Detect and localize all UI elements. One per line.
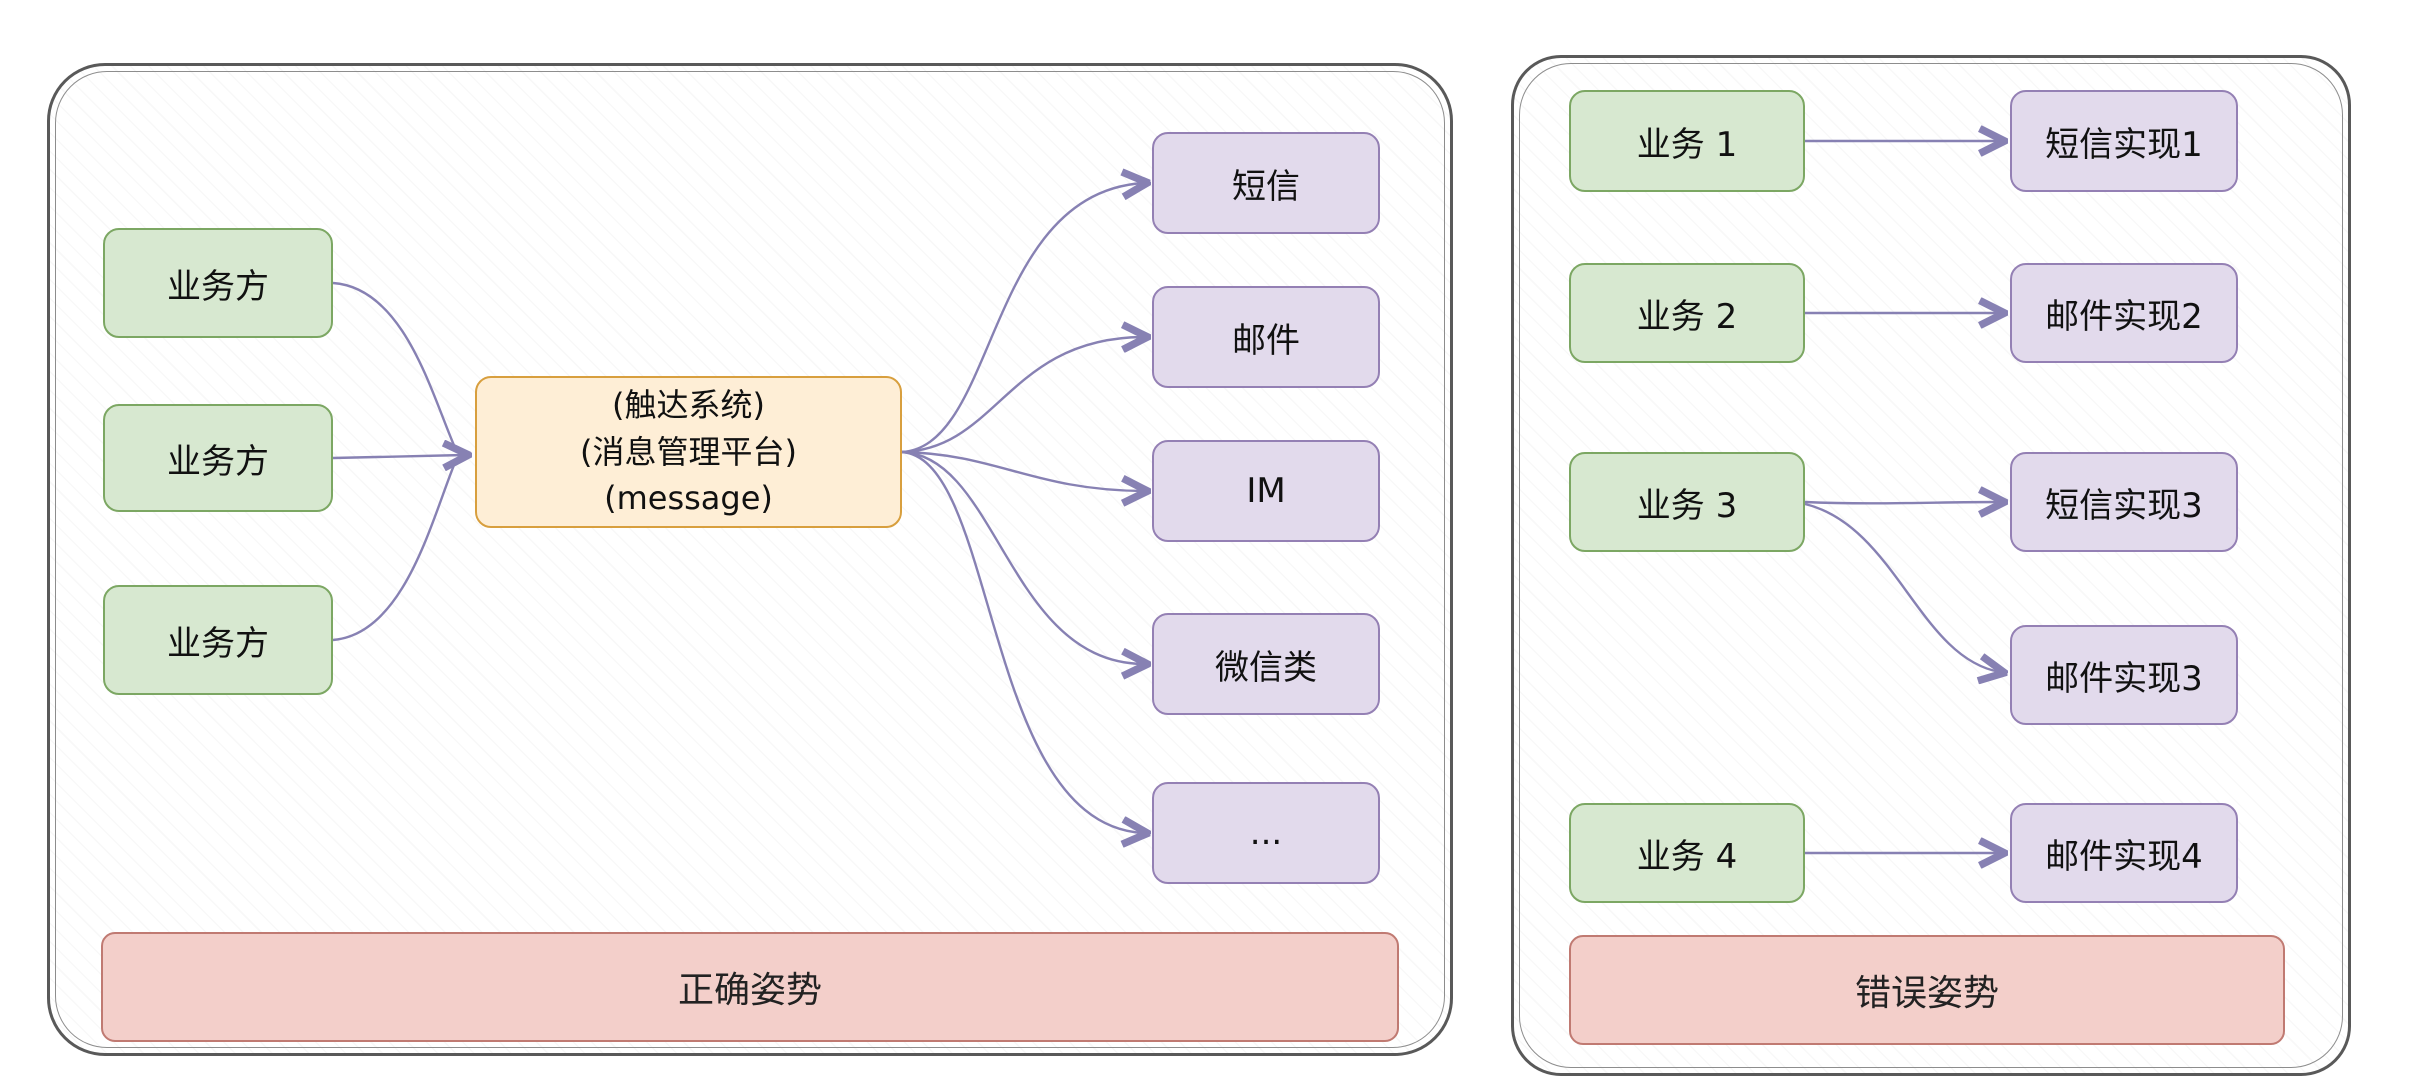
source-node: 业务方 <box>103 404 333 512</box>
correct-banner: 正确姿势 <box>101 932 1399 1042</box>
source-node-label: 业务方 <box>167 441 269 482</box>
left-panel-arrows <box>332 66 1450 1053</box>
wrong-banner-label: 错误姿势 <box>1854 973 1999 1014</box>
left-panel: 业务方 业务方 业务方 (触达系统) (消息管理平台) (message) 短信… <box>47 63 1453 1056</box>
channel-node-email: 邮件 <box>1152 286 1380 388</box>
impl-node: 邮件实现4 <box>2010 803 2238 903</box>
impl-node: 短信实现1 <box>2010 90 2238 192</box>
impl-node: 短信实现3 <box>2010 452 2238 552</box>
service-node-label: 业务 1 <box>1636 124 1738 165</box>
right-panel-arrows <box>1804 58 2348 1073</box>
service-node: 业务 1 <box>1569 90 1805 192</box>
channel-node-label: 短信 <box>1232 166 1300 207</box>
impl-node-label: 邮件实现2 <box>2045 296 2203 337</box>
hub-line-2: (消息管理平台) <box>580 432 797 471</box>
source-node: 业务方 <box>103 228 333 338</box>
service-node: 业务 2 <box>1569 263 1805 363</box>
channel-node-label: 微信类 <box>1215 647 1317 688</box>
right-panel: 业务 1 业务 2 业务 3 业务 4 短信实现1 邮件实现2 短信实现3 邮件… <box>1511 55 2351 1076</box>
channel-node-sms: 短信 <box>1152 132 1380 234</box>
service-node-label: 业务 3 <box>1636 485 1738 526</box>
impl-node: 邮件实现3 <box>2010 625 2238 725</box>
impl-node: 邮件实现2 <box>2010 263 2238 363</box>
wrong-banner: 错误姿势 <box>1569 935 2285 1045</box>
source-node-label: 业务方 <box>167 623 269 664</box>
impl-node-label: 邮件实现3 <box>2045 658 2203 699</box>
channel-node-wechat: 微信类 <box>1152 613 1380 715</box>
source-node: 业务方 <box>103 585 333 695</box>
impl-node-label: 短信实现3 <box>2045 485 2203 526</box>
impl-node-label: 短信实现1 <box>2045 124 2203 165</box>
message-hub-node: (触达系统) (消息管理平台) (message) <box>475 376 902 528</box>
hub-line-3: (message) <box>604 479 773 518</box>
impl-node-label: 邮件实现4 <box>2045 836 2203 877</box>
channel-node-label: ... <box>1249 813 1283 853</box>
channel-node-more: ... <box>1152 782 1380 884</box>
service-node: 业务 4 <box>1569 803 1805 903</box>
channel-node-label: 邮件 <box>1232 320 1300 361</box>
service-node-label: 业务 2 <box>1636 296 1738 337</box>
hub-line-1: (触达系统) <box>612 386 765 425</box>
correct-banner-label: 正确姿势 <box>677 970 822 1011</box>
service-node: 业务 3 <box>1569 452 1805 552</box>
channel-node-im: IM <box>1152 440 1380 542</box>
service-node-label: 业务 4 <box>1636 836 1738 877</box>
source-node-label: 业务方 <box>167 266 269 307</box>
channel-node-label: IM <box>1246 471 1286 511</box>
